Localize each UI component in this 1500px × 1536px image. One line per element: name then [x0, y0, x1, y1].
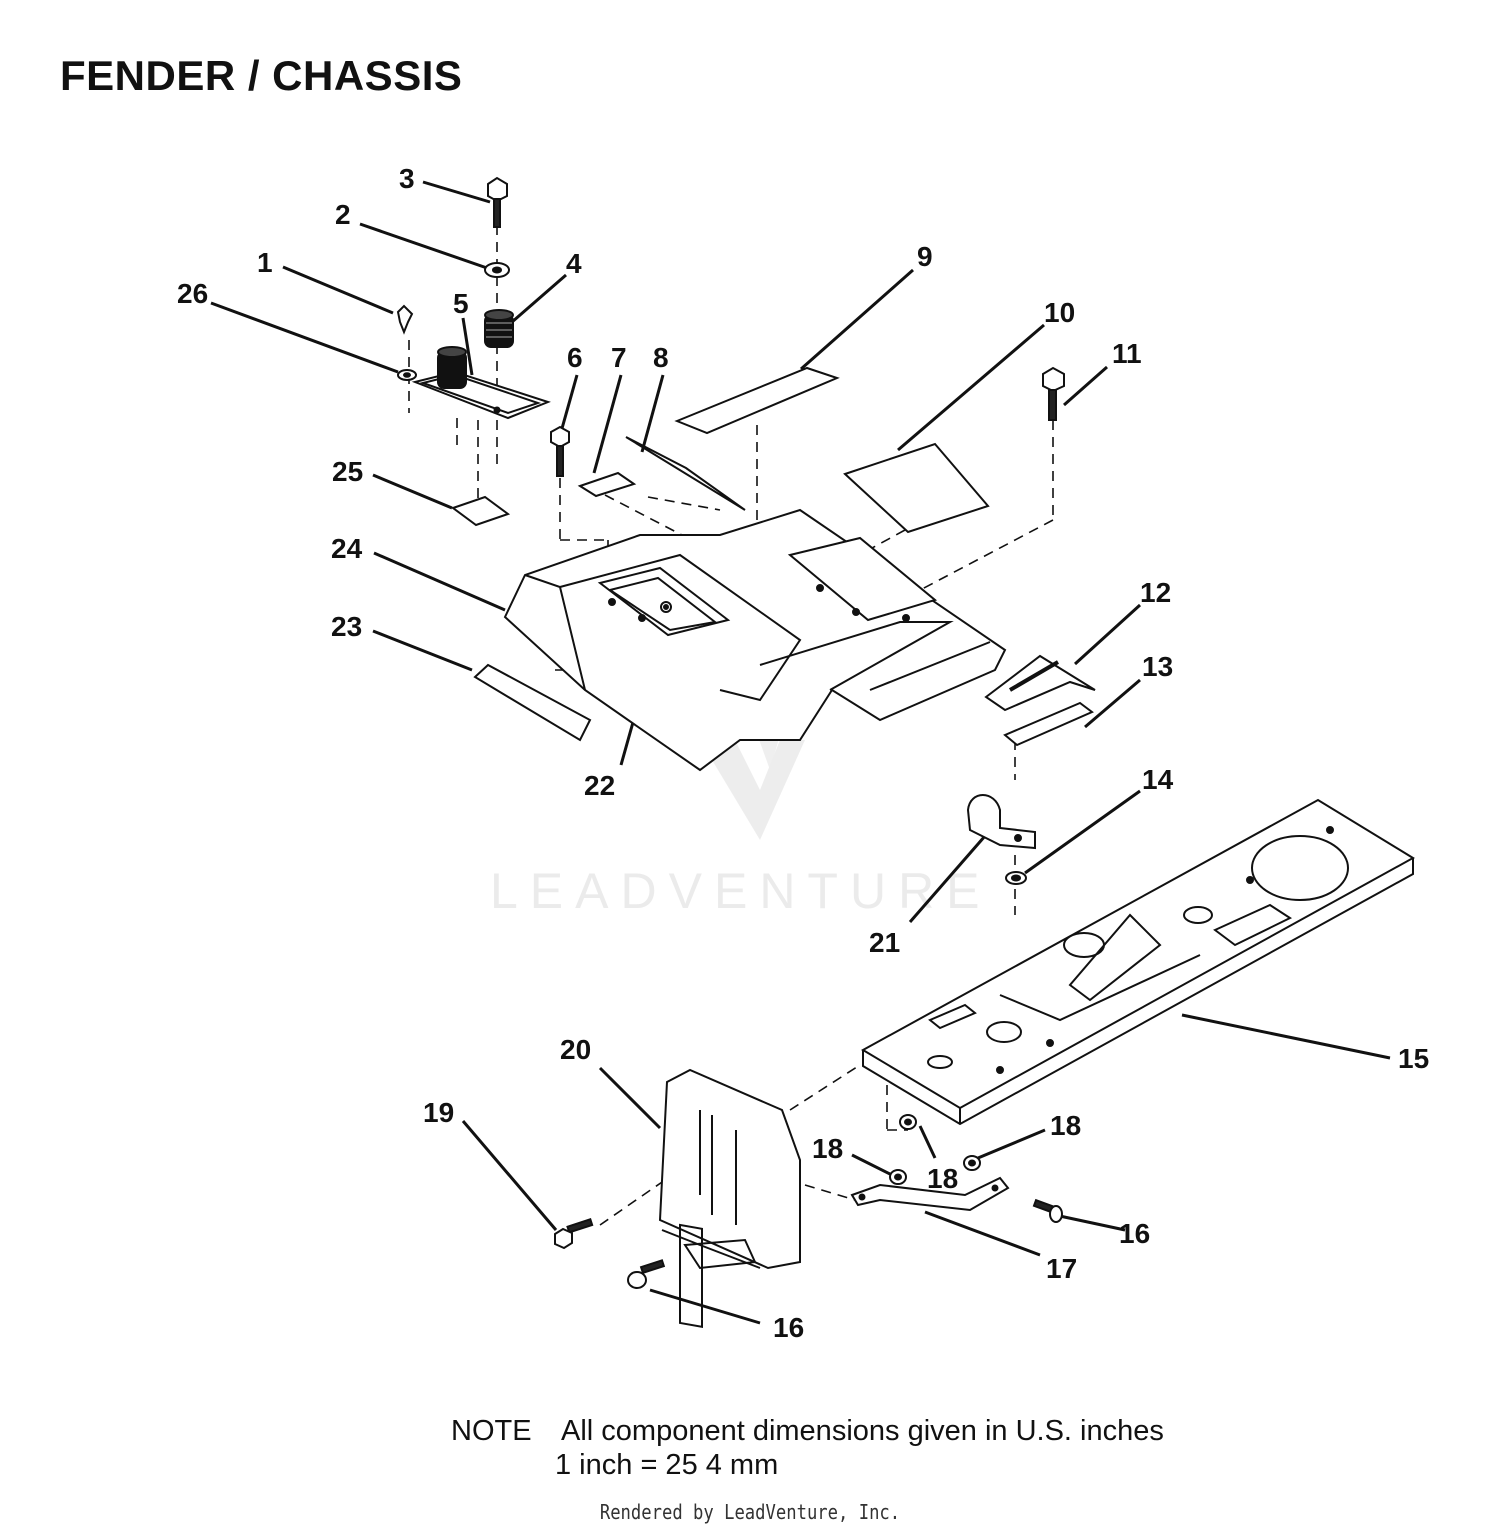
nut-part-18-a	[899, 1114, 917, 1130]
callout-18-left: 18	[812, 1133, 843, 1164]
callout-14: 14	[1142, 764, 1174, 795]
bracket-part-12	[984, 654, 1096, 712]
callout-7: 7	[611, 342, 627, 373]
decal-part-9	[674, 366, 840, 435]
bolt-part-6	[550, 425, 570, 477]
nut-part-14	[1005, 871, 1027, 885]
decal-part-23	[473, 663, 592, 742]
clamp-part-21	[966, 794, 1036, 850]
callout-21: 21	[869, 927, 900, 958]
bolt-part-19	[554, 1218, 594, 1250]
nut-part-18-b	[889, 1169, 907, 1185]
wing-nut-part-1	[396, 304, 414, 335]
callout-17: 17	[1046, 1253, 1077, 1284]
callout-10: 10	[1044, 297, 1075, 328]
callout-6: 6	[567, 342, 583, 373]
decal-part-8	[625, 436, 746, 511]
callout-22: 22	[584, 770, 615, 801]
bracket-part-17	[850, 1176, 1010, 1212]
callout-19: 19	[423, 1097, 454, 1128]
callout-labels: 3 2 1 26 4 5 6 7 8 9 10 11 25 24 23 22 1…	[177, 163, 1429, 1343]
chassis-frame-part-15	[860, 798, 1415, 1126]
callout-9: 9	[917, 241, 933, 272]
callout-25: 25	[332, 456, 363, 487]
fastener-part-22	[660, 601, 672, 613]
bolt-part-16-left	[627, 1259, 666, 1289]
callout-26: 26	[177, 278, 208, 309]
dimension-note: NOTE All component dimensions given in U.…	[451, 1414, 1164, 1482]
callout-11: 11	[1112, 338, 1142, 369]
footer-credit: Rendered by LeadVenture, Inc.	[599, 1500, 901, 1524]
note-line-1: NOTE All component dimensions given in U.…	[451, 1414, 1164, 1448]
decal-part-7	[577, 471, 637, 498]
plate-part-13	[1003, 701, 1094, 747]
callout-24: 24	[331, 533, 363, 564]
decal-part-25	[450, 495, 511, 527]
callout-20: 20	[560, 1034, 591, 1065]
callout-5: 5	[453, 288, 469, 319]
callout-8: 8	[653, 342, 669, 373]
assembly-dash-lines	[408, 225, 1054, 1226]
bolt-part-16-right	[1032, 1198, 1063, 1223]
washer-part-26	[397, 369, 417, 381]
callout-12: 12	[1140, 577, 1171, 608]
callout-15: 15	[1398, 1043, 1429, 1074]
page-title: FENDER / CHASSIS	[60, 52, 463, 99]
callout-18-right: 18	[1050, 1110, 1081, 1141]
callout-16-bottom: 16	[773, 1312, 804, 1343]
callout-16-right: 16	[1119, 1218, 1150, 1249]
callout-2: 2	[335, 199, 351, 230]
nut-part-18-c	[963, 1155, 981, 1171]
callout-13: 13	[1142, 651, 1173, 682]
note-conversion: 1 inch = 25 4 mm	[555, 1449, 779, 1481]
washer-part-2	[484, 262, 510, 278]
decal-part-10	[843, 442, 990, 534]
front-panel-part-20	[658, 1068, 801, 1328]
note-text: All component dimensions given in U.S. i…	[561, 1415, 1164, 1447]
fender-part-24	[503, 508, 1007, 772]
seat-plate-part-5	[411, 346, 551, 420]
spring-part-4	[484, 309, 514, 348]
leader-lines	[210, 180, 1391, 1325]
callout-4: 4	[566, 248, 582, 279]
bolt-part-11	[1042, 366, 1065, 421]
callout-18-middle: 18	[927, 1163, 958, 1194]
callout-3: 3	[399, 163, 415, 194]
callout-1: 1	[257, 247, 273, 278]
bolt-part-3	[487, 176, 508, 228]
note-label: NOTE	[451, 1415, 532, 1447]
watermark-text: LEADVENTURE	[490, 863, 992, 919]
callout-23: 23	[331, 611, 362, 642]
